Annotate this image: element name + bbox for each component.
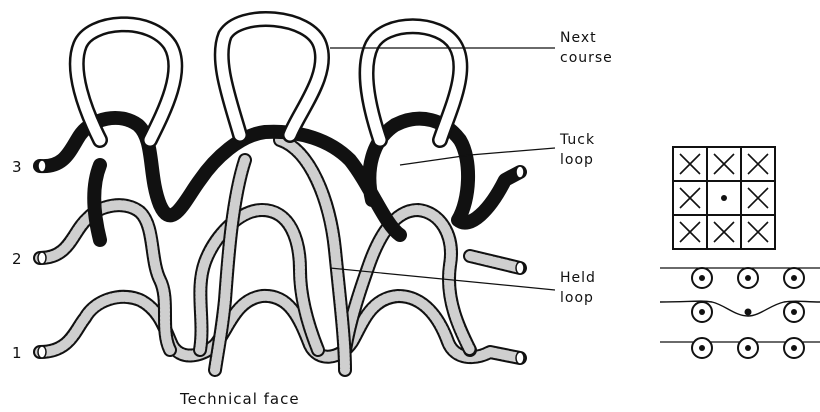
needle-dot bbox=[699, 309, 705, 315]
tuck-needle-dot bbox=[745, 309, 752, 316]
needle-rows bbox=[660, 268, 820, 358]
next-course-label-line-2: course bbox=[560, 50, 613, 66]
course-number-2: 2 bbox=[12, 250, 22, 268]
needle-dot bbox=[745, 345, 751, 351]
course-number-3: 3 bbox=[12, 158, 22, 176]
next-course-label-line-1: Next bbox=[560, 30, 597, 46]
technical-face-caption: Technical face bbox=[179, 390, 300, 408]
needle-notation bbox=[660, 268, 820, 358]
needle-dot bbox=[791, 345, 797, 351]
held-loop-yarn bbox=[215, 140, 345, 370]
tuck-loop-label-line-1: Tuck bbox=[559, 132, 595, 148]
held-loop-label-line-2: loop bbox=[560, 290, 594, 306]
needle-dot bbox=[791, 309, 797, 315]
tuck-dot-symbol bbox=[721, 195, 727, 201]
course-number-1: 1 bbox=[12, 344, 22, 362]
tuck-loop-label-line-2: loop bbox=[560, 152, 594, 168]
notation-grid bbox=[673, 147, 775, 249]
needle-dot bbox=[699, 345, 705, 351]
knit-structure bbox=[38, 19, 524, 370]
held-loop-label-line-1: Held bbox=[560, 270, 596, 286]
needle-dot bbox=[699, 275, 705, 281]
tuck-loop-leader bbox=[400, 148, 555, 165]
needle-dot bbox=[791, 275, 797, 281]
needle-dot bbox=[745, 275, 751, 281]
